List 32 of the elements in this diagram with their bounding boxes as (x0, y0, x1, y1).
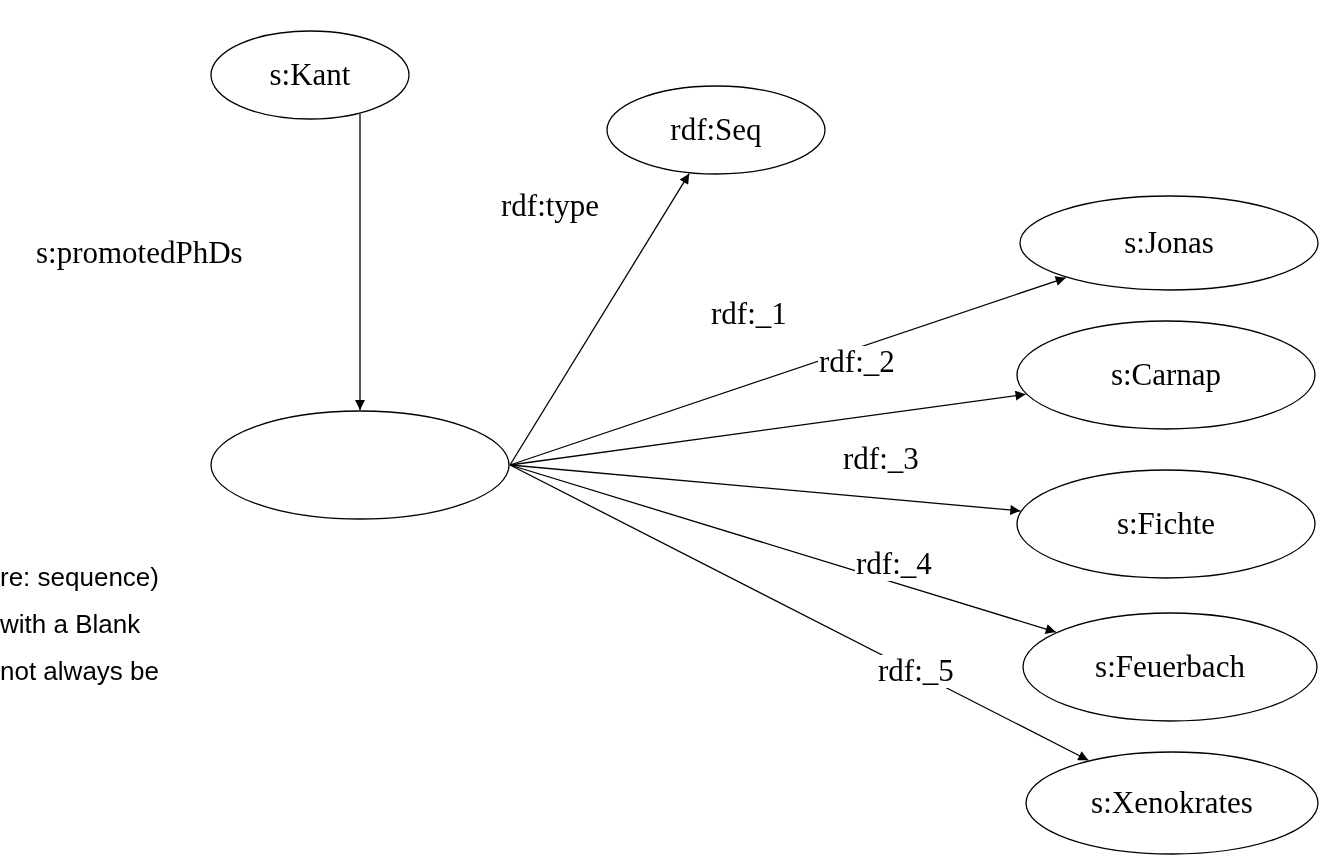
ellipse-node (210, 410, 510, 520)
edge-label: s:promotedPhDs (35, 237, 244, 270)
edge-label: rdf:_1 (710, 298, 788, 331)
node-label: s:Xenokrates (1091, 785, 1253, 821)
note-text: not always be (0, 656, 159, 687)
edge-label: rdf:_3 (842, 443, 920, 476)
arrow (509, 464, 1057, 634)
arrow (509, 173, 690, 466)
ellipse-node (606, 85, 826, 175)
node-label: rdf:Seq (670, 112, 762, 148)
node-label: s:Fichte (1116, 506, 1216, 542)
ellipse-node (1025, 751, 1319, 855)
node-label: s:Carnap (1110, 357, 1222, 393)
ellipse-node (210, 30, 410, 120)
edge-label: rdf:_4 (855, 548, 933, 581)
arrow (509, 390, 1027, 466)
ellipse-node (1022, 612, 1318, 722)
node-label: s:Kant (269, 57, 351, 93)
edge-label: rdf:_2 (818, 346, 896, 379)
edge-label: rdf:_5 (877, 655, 955, 688)
arrow (509, 464, 1021, 515)
arrow (355, 113, 365, 411)
ellipse-node (1016, 469, 1316, 579)
arrow (509, 276, 1067, 466)
node-label: s:Jonas (1124, 225, 1214, 261)
node-label: s:Feuerbach (1095, 649, 1245, 685)
arrow (509, 464, 1089, 761)
note-text: with a Blank (0, 609, 141, 640)
ellipse-node (1019, 195, 1319, 291)
edge-label: rdf:type (500, 190, 601, 223)
note-text: re: sequence) (0, 562, 159, 593)
ellipse-node (1016, 320, 1316, 430)
